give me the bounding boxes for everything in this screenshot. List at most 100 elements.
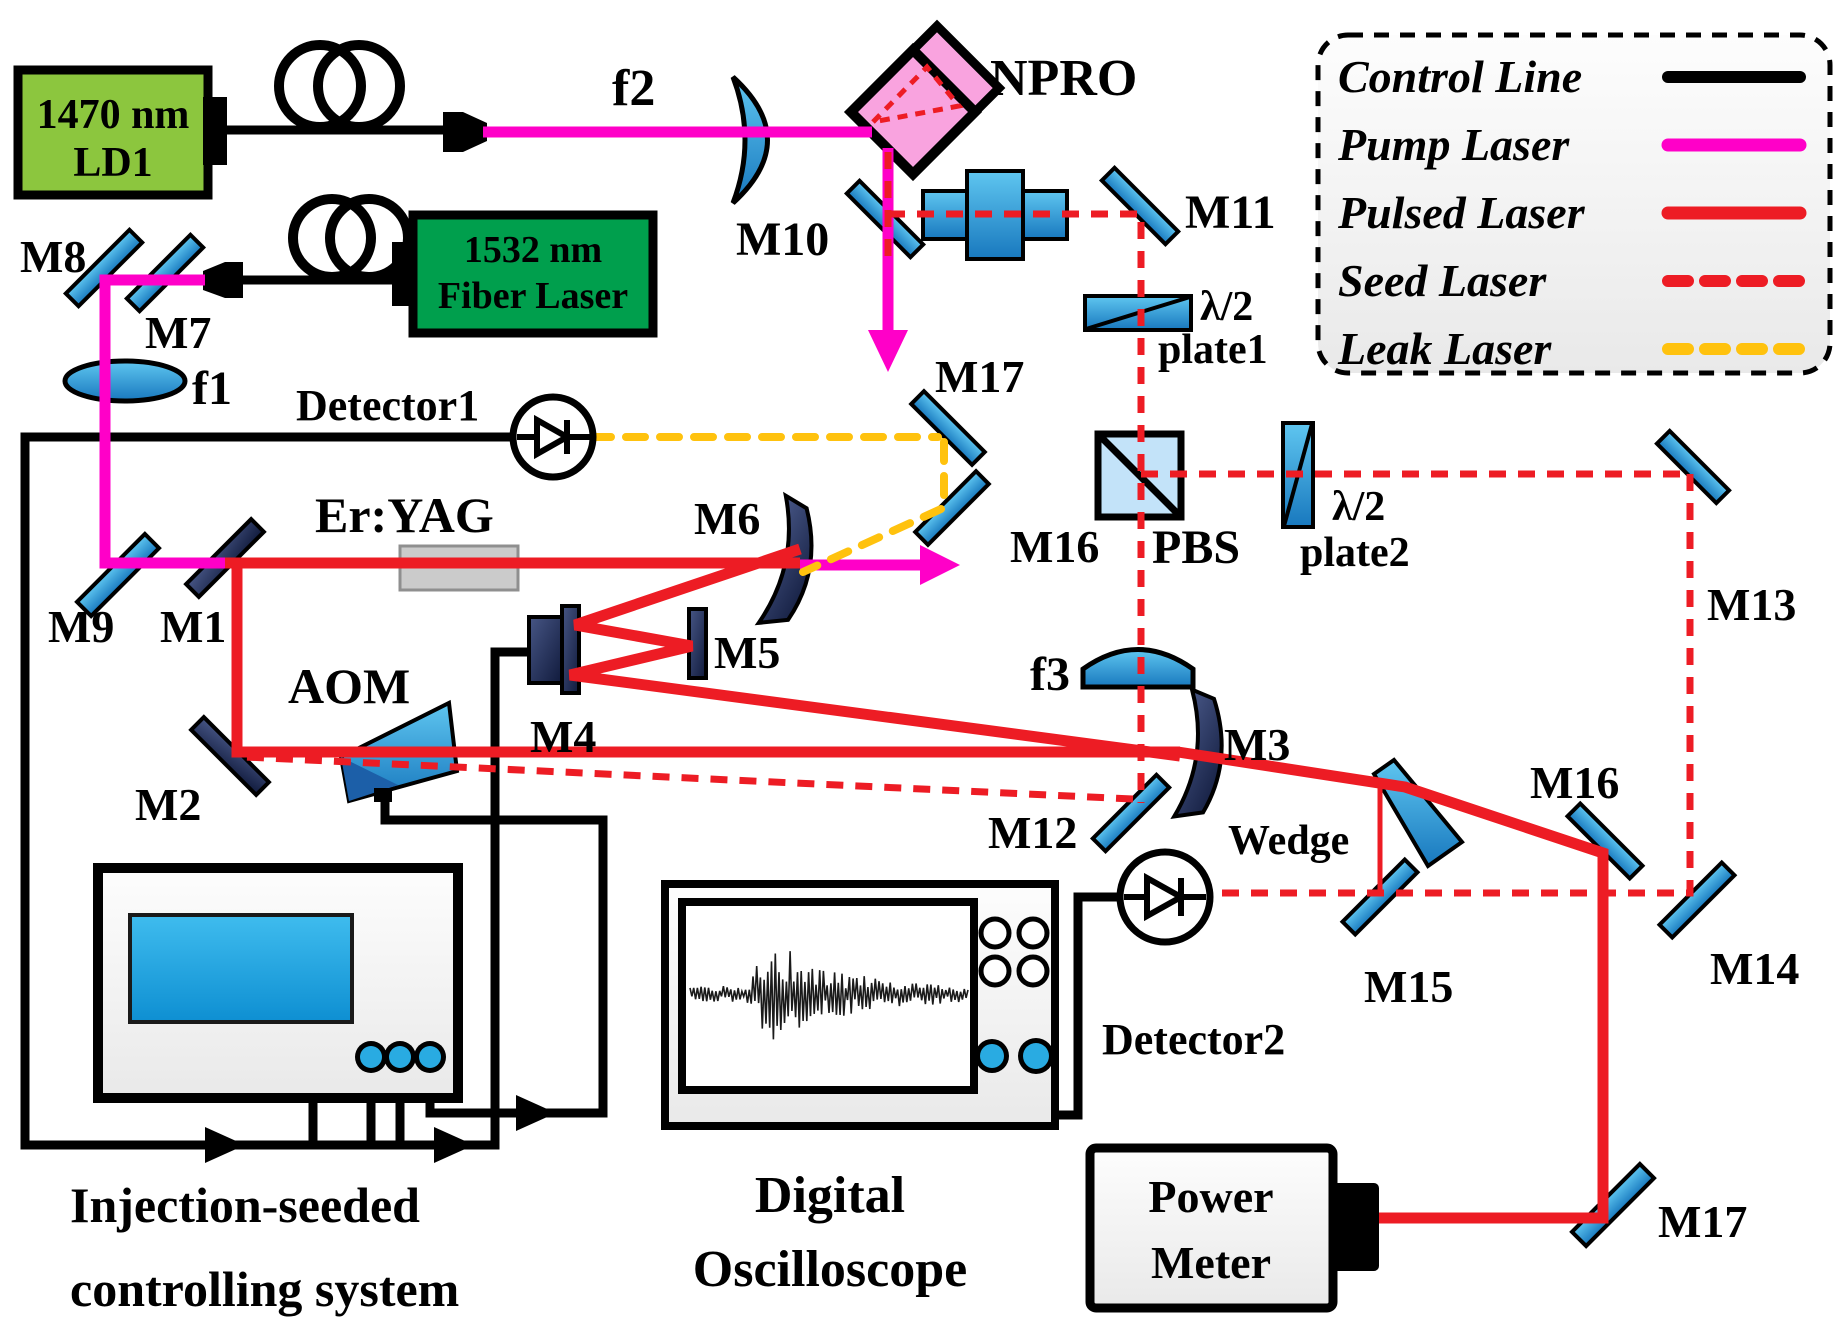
controller-screen bbox=[128, 913, 354, 1024]
mirror-m17-bottom bbox=[1569, 1161, 1657, 1249]
label-controller-2: controlling system bbox=[70, 1261, 459, 1317]
legend-box bbox=[1315, 32, 1833, 376]
cavity-fold-m6-m4-m5-m3 bbox=[568, 543, 1181, 762]
label-m11: M11 bbox=[1185, 186, 1276, 239]
label-pbs: PBS bbox=[1152, 521, 1240, 574]
mirror-m8 bbox=[62, 226, 146, 310]
ld1-label-2: LD1 bbox=[73, 140, 152, 186]
leak-beams bbox=[588, 433, 948, 576]
label-m7: M7 bbox=[145, 307, 211, 358]
label-hw1-1: λ/2 bbox=[1200, 284, 1253, 330]
pump-arrow-right-icon bbox=[920, 545, 960, 585]
label-detector1: Detector1 bbox=[296, 381, 479, 430]
label-aom: AOM bbox=[288, 658, 410, 714]
legend-label-1: Pump Laser bbox=[1337, 119, 1570, 170]
seed-m12-to-cavity bbox=[244, 753, 1134, 803]
mirror-m17-top bbox=[908, 388, 988, 468]
label-f2: f2 bbox=[612, 60, 655, 117]
detector2 bbox=[1116, 848, 1214, 946]
leak-m6-to-m16top bbox=[799, 505, 945, 576]
wedge-plate bbox=[1371, 757, 1465, 869]
power-meter-label-1: Power bbox=[1148, 1171, 1273, 1222]
waveform bbox=[689, 951, 969, 1040]
fiber-laser-label-1: 1532 nm bbox=[464, 229, 602, 271]
arrow-right-icon bbox=[205, 1127, 245, 1163]
label-hw2-2: plate2 bbox=[1300, 530, 1410, 576]
seed-beams bbox=[244, 63, 1694, 897]
label-m9: M9 bbox=[48, 601, 114, 652]
seed-m10-m11-pbs-f3 bbox=[888, 210, 1145, 803]
arrow-right-icon bbox=[516, 1095, 556, 1131]
mirror-m13 bbox=[1654, 428, 1732, 506]
arrow-right-icon bbox=[434, 1127, 474, 1163]
mirror-m6-curved bbox=[754, 491, 814, 626]
mirror-m12 bbox=[1089, 771, 1173, 855]
label-er-yag: Er:YAG bbox=[315, 487, 494, 543]
label-m2: M2 bbox=[135, 779, 201, 830]
label-scope-1: Digital bbox=[755, 1167, 905, 1224]
fiber-coil-2 bbox=[203, 194, 413, 298]
label-scope-2: Oscilloscope bbox=[693, 1241, 967, 1298]
label-hw2-1: λ/2 bbox=[1332, 484, 1385, 530]
power-meter-head bbox=[1331, 1183, 1379, 1271]
fiber-connector-icon bbox=[203, 262, 243, 298]
label-m16-bottom: M16 bbox=[1530, 757, 1619, 808]
fiber-coil-1 bbox=[225, 40, 487, 152]
legend-label-4: Leak Laser bbox=[1337, 323, 1552, 374]
legend-label-3: Seed Laser bbox=[1338, 255, 1547, 306]
photodiode-icon bbox=[534, 414, 574, 460]
label-m4: M4 bbox=[530, 711, 596, 762]
controller-box bbox=[93, 863, 463, 1103]
label-m5: M5 bbox=[714, 627, 780, 678]
output-m3-wedge-m16-m17-pm bbox=[1177, 746, 1609, 1224]
pulsed-beams bbox=[225, 543, 1609, 1224]
label-m1: M1 bbox=[160, 601, 226, 652]
component-labels: M8 M7 f1 f2 NPRO M10 M11 λ/2 plate1 M17 … bbox=[20, 50, 1799, 1317]
label-m13: M13 bbox=[1707, 579, 1796, 630]
oscilloscope-knobs bbox=[978, 916, 1050, 988]
seed-npro-ring bbox=[865, 63, 964, 126]
ld1-stub bbox=[203, 97, 227, 165]
label-m16-top: M16 bbox=[1010, 521, 1099, 572]
oscilloscope bbox=[661, 880, 1059, 1130]
label-f1: f1 bbox=[192, 362, 232, 415]
pump-arrow-down-icon bbox=[868, 330, 908, 372]
label-m12: M12 bbox=[988, 807, 1077, 858]
label-npro: NPRO bbox=[990, 50, 1137, 107]
label-controller-1: Injection-seeded bbox=[70, 1177, 420, 1233]
label-m17-top: M17 bbox=[935, 351, 1024, 402]
npro-crystal bbox=[843, 19, 1006, 182]
label-m14: M14 bbox=[1710, 943, 1799, 994]
power-meter: Power Meter bbox=[1085, 1143, 1379, 1313]
label-m17-bottom: M17 bbox=[1658, 1196, 1747, 1247]
fiber-laser-label-2: Fiber Laser bbox=[438, 275, 628, 317]
mirror-m16-top bbox=[912, 468, 992, 548]
aom-stub bbox=[374, 788, 392, 802]
label-hw1-2: plate1 bbox=[1158, 327, 1268, 373]
legend: Control Line Pump Laser Pulsed Laser See… bbox=[1315, 32, 1833, 376]
cavity-m1-m2-m3 bbox=[231, 563, 1180, 758]
mirror-m14 bbox=[1656, 859, 1738, 941]
label-m3: M3 bbox=[1224, 719, 1290, 770]
fiber-laser: 1532 nm Fiber Laser bbox=[392, 210, 658, 338]
legend-label-0: Control Line bbox=[1338, 51, 1582, 102]
label-f3: f3 bbox=[1030, 648, 1070, 701]
fiber-connector-icon bbox=[443, 112, 487, 152]
label-wedge: Wedge bbox=[1228, 818, 1349, 864]
detector1 bbox=[509, 393, 597, 481]
label-m6: M6 bbox=[694, 493, 760, 544]
oscilloscope-ports bbox=[975, 1038, 1054, 1074]
ld1-laser-diode: 1470 nm LD1 bbox=[13, 65, 227, 200]
ld1-label-1: 1470 nm bbox=[37, 92, 190, 138]
pump-beams bbox=[99, 126, 960, 585]
pbs-cube bbox=[1094, 430, 1185, 521]
label-m10: M10 bbox=[736, 213, 829, 266]
label-detector2: Detector2 bbox=[1102, 1015, 1285, 1064]
power-meter-label-2: Meter bbox=[1151, 1237, 1271, 1288]
photodiode-icon bbox=[1144, 872, 1188, 922]
label-m8: M8 bbox=[20, 231, 86, 282]
lens-f2 bbox=[730, 75, 770, 205]
seed-m13-m14-detector2 bbox=[1212, 474, 1694, 897]
label-m15: M15 bbox=[1364, 961, 1453, 1012]
